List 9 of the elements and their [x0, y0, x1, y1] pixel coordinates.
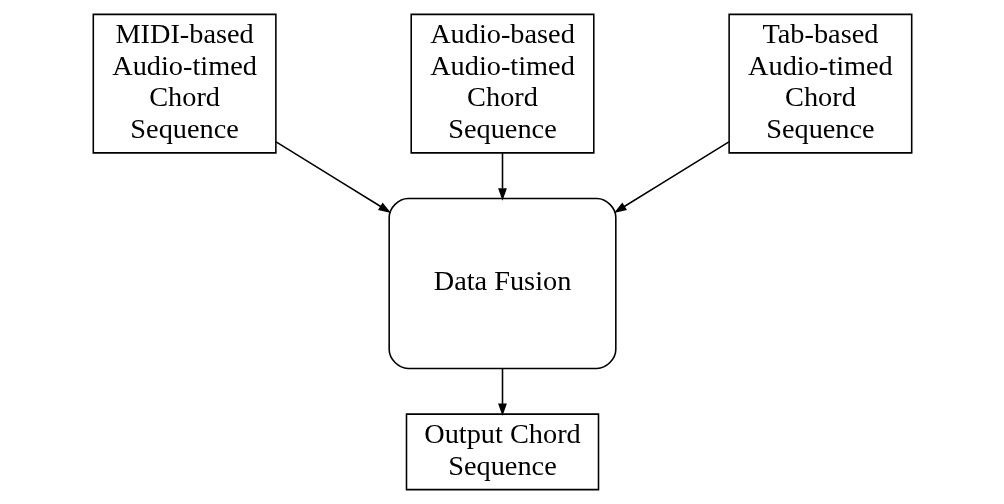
arrow [274, 141, 391, 213]
node-box: MIDI-based Audio-timed Chord Sequence [92, 13, 277, 154]
arrow [497, 152, 507, 201]
node-box: Audio-based Audio-timed Chord Sequence [409, 13, 595, 154]
arrow [497, 367, 507, 417]
node-box: Tab-based Audio-timed Chord Sequence [727, 13, 912, 154]
node-box: Data Fusion [387, 197, 617, 370]
node-box: Output Chord Sequence [405, 413, 599, 491]
arrow [613, 141, 730, 213]
